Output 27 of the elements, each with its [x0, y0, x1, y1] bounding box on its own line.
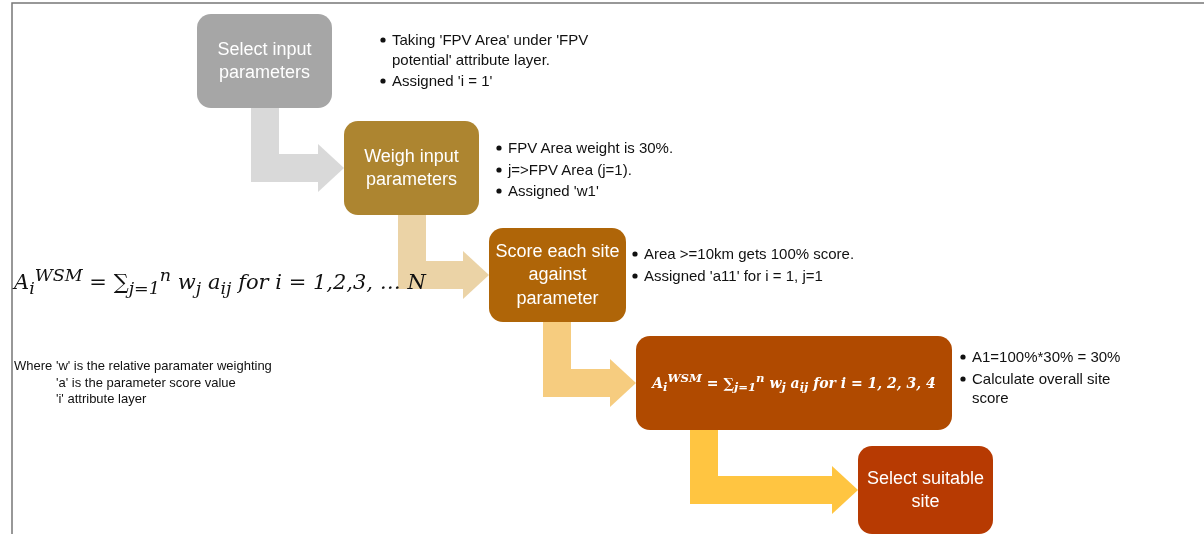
bullet-note: A1=100%*30% = 30% — [972, 347, 1121, 367]
box-label: Select suitable site — [865, 466, 986, 513]
process-box — [344, 121, 479, 215]
process-box — [858, 446, 993, 534]
bullet-note: j=>FPV Area (j=1). — [508, 159, 632, 179]
bullet-note: Calculate overall site score — [972, 368, 1112, 408]
process-box — [636, 336, 952, 430]
box-label: Select input parameters — [216, 37, 313, 84]
elbow-arrow — [690, 430, 858, 514]
bullet-note: Assigned 'i = 1' — [392, 71, 493, 91]
process-box — [489, 228, 626, 322]
formula-text: A$_{i}$$^{WSM}$ = ∑$_{j=1}$$^{n}$ w$_{j}$ a$_{ij}$ for i = 1, 2, 3, 4 — [652, 370, 936, 396]
process-box — [197, 14, 332, 108]
note-text: Where 'w' is the relative paramater weighting — [14, 358, 272, 373]
elbow-arrow — [251, 108, 344, 192]
note-text: 'a' is the parameter score value — [56, 375, 236, 390]
note-text: 'i' attribute layer — [56, 391, 147, 406]
elbow-arrow — [398, 215, 489, 299]
box-label: Score each site against parameter — [495, 239, 620, 310]
elbow-arrow — [543, 322, 636, 407]
formula-text: A$_{i}$$^{WSM}$ = ∑$_{j=1}$$^{n}$ w$_{j}$ a$_{ij}$ for i = 1,2,3, … N — [14, 265, 426, 299]
bullet-note: Assigned 'w1' — [508, 181, 599, 201]
bullet-note: Area >=10km gets 100% score. — [644, 244, 855, 264]
bullet-note: Assigned 'a11' for i = 1, j=1 — [644, 265, 823, 285]
bullet-note: FPV Area weight is 30%. — [508, 138, 674, 158]
bullet-note: Taking 'FPV Area' under 'FPV potential' attribute layer. — [392, 30, 590, 69]
box-label: Weigh input parameters — [363, 144, 460, 191]
